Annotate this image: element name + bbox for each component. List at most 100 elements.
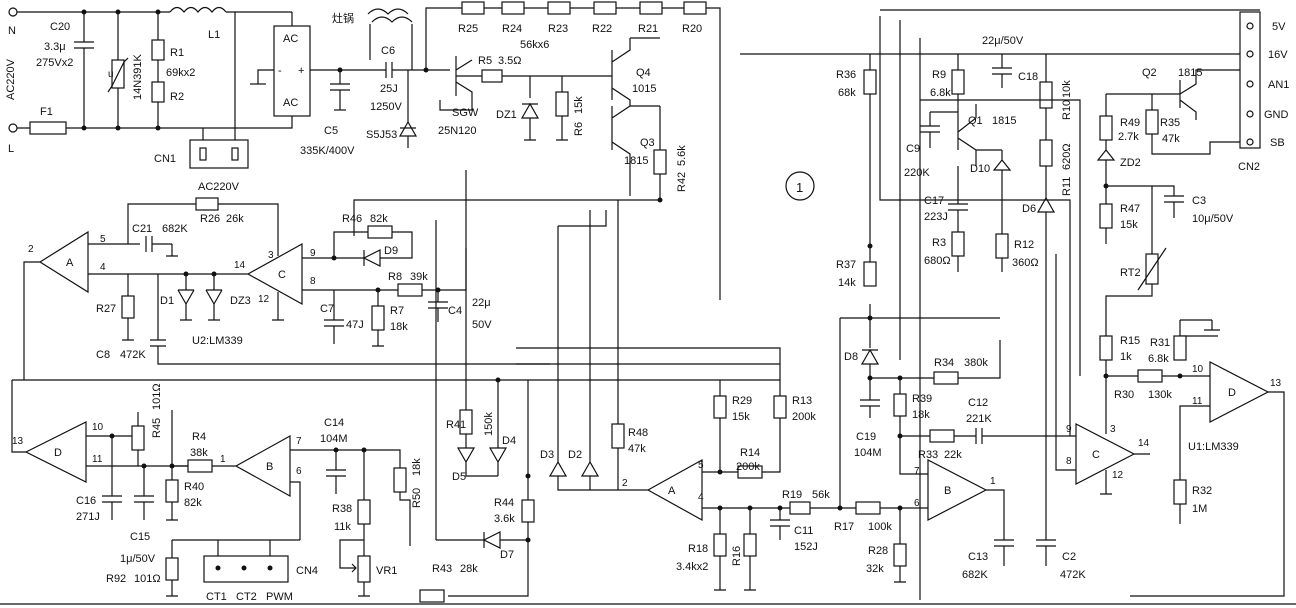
svg-text:4: 4 (100, 262, 106, 273)
label-r39-val: 18k (912, 409, 930, 421)
label-c17-val: 223J (924, 211, 948, 223)
resistor-r27 (121, 295, 135, 319)
label-r46: R46 (342, 213, 362, 225)
label-c13: C13 (968, 551, 988, 563)
label-r25: R25 (458, 23, 478, 35)
label-r37: R37 (836, 259, 856, 271)
svg-text:14: 14 (1138, 438, 1150, 449)
resistor-r30 (1137, 369, 1163, 383)
label-c20: C20 (50, 21, 70, 33)
label-r31-val: 6.8k (1148, 353, 1169, 365)
middle-network: R41 150k D5 D4 R44 3.6k D7 R43 28k D3 D2… (419, 170, 781, 603)
label-r36-val: 68k (838, 87, 856, 99)
label-u2: U2:LM339 (192, 335, 243, 347)
label-d10: D10 (970, 163, 990, 175)
label-c18-val: 22μ/50V (982, 35, 1024, 47)
label-r43-val: 28k (460, 563, 478, 575)
svg-text:13: 13 (12, 436, 24, 447)
resistor-r6 (555, 91, 569, 117)
resistor-r42 (653, 149, 667, 175)
svg-text:8: 8 (1066, 456, 1072, 467)
supply-section: R36 68k R37 14k D8 C19 104M R9 6.8k 22μ/… (740, 9, 1289, 600)
label-ac220v-bottom: AC220V (198, 181, 240, 193)
label-r21: R21 (638, 23, 658, 35)
svg-text:11: 11 (92, 454, 103, 465)
label-opC-right: C (1092, 449, 1100, 461)
label-r34: R34 (934, 357, 954, 369)
comparator-c-left (246, 242, 303, 306)
label-pwm: PWM (266, 591, 293, 603)
potentiometer-vr1 (357, 555, 371, 583)
svg-text:5: 5 (100, 234, 106, 245)
label-r32-val: 1M (1192, 503, 1207, 515)
label-opB-left: B (266, 461, 273, 473)
label-c2: C2 (1062, 551, 1076, 563)
label-r29-val: 15k (732, 411, 750, 423)
resistor-r22 (593, 1, 617, 15)
label-r43: R43 (432, 563, 452, 575)
label-igbt1: SGW (452, 107, 479, 119)
label-c18: C18 (1018, 71, 1038, 83)
label-r45: R45 (151, 418, 163, 438)
label-r9-val: 6.8k (930, 87, 951, 99)
label-r33: R33 (918, 449, 938, 461)
label-r19-val: 56k (812, 489, 830, 501)
label-r9: R9 (932, 69, 946, 81)
svg-text:12: 12 (1112, 470, 1124, 481)
label-c5-val: 335K/400V (300, 145, 355, 157)
label-r48: R48 (628, 427, 648, 439)
resistor-r47 (1099, 203, 1113, 229)
label-c21-val: 682K (162, 223, 188, 235)
label-n: N (8, 25, 16, 37)
label-r28: R28 (868, 545, 888, 557)
label-dz1: DZ1 (496, 109, 517, 121)
label-r15-val: 1k (1120, 351, 1132, 363)
label-r50-val: 18k (411, 458, 423, 476)
label-c11-val: 152J (794, 541, 818, 553)
label-bridge-plus: + (298, 65, 304, 77)
label-c17: C17 (924, 195, 944, 207)
label-c9-val: 220K (904, 167, 930, 179)
label-u1: U1:LM339 (1188, 441, 1239, 453)
svg-text:13: 13 (1270, 378, 1282, 389)
label-r5: R5 (478, 55, 492, 67)
resistor-r5 (481, 69, 503, 83)
bridge-rectifier (273, 25, 311, 117)
label-cn1: CN1 (154, 153, 176, 165)
resistor-r4 (187, 459, 213, 473)
label-r35: R35 (1160, 117, 1180, 129)
label-c19-val: 104M (854, 447, 882, 459)
label-d9: D9 (384, 245, 398, 257)
label-q4-val: 1015 (632, 83, 656, 95)
svg-text:9: 9 (1066, 424, 1072, 435)
svg-text:7: 7 (296, 436, 302, 447)
label-c12: C12 (968, 397, 988, 409)
label-r40: R40 (184, 481, 204, 493)
label-r47: R47 (1120, 203, 1140, 215)
label-bridge-minus: - (278, 65, 282, 77)
label-c11: C11 (794, 525, 813, 537)
comparator-c-right (1075, 423, 1136, 485)
resistor-r34 (933, 371, 959, 385)
resistor-r12 (995, 233, 1009, 259)
resistor-r46 (367, 225, 393, 239)
label-r44: R44 (494, 497, 514, 509)
resistor-r18 (713, 533, 727, 557)
label-c4-val1: 22μ (472, 297, 491, 309)
connector-cn2 (1239, 11, 1261, 149)
svg-text:7: 7 (914, 466, 920, 477)
resistor-r11 (1039, 139, 1053, 167)
svg-text:12: 12 (258, 294, 270, 305)
label-r6: R6 (573, 122, 585, 136)
label-r26: R26 (200, 213, 220, 225)
label-r20-25-val: 56kx6 (520, 39, 549, 51)
label-r8-val: 39k (410, 271, 428, 283)
label-r5-val: 3.5Ω (498, 55, 522, 67)
label-c21: C21 (132, 223, 152, 235)
resistor-r25 (461, 1, 485, 15)
label-r13: R13 (792, 395, 812, 407)
label-vr1: VR1 (376, 565, 397, 577)
comparator-b-left (234, 434, 291, 498)
resistor-r20 (683, 1, 707, 15)
label-r1: R1 (170, 47, 184, 59)
